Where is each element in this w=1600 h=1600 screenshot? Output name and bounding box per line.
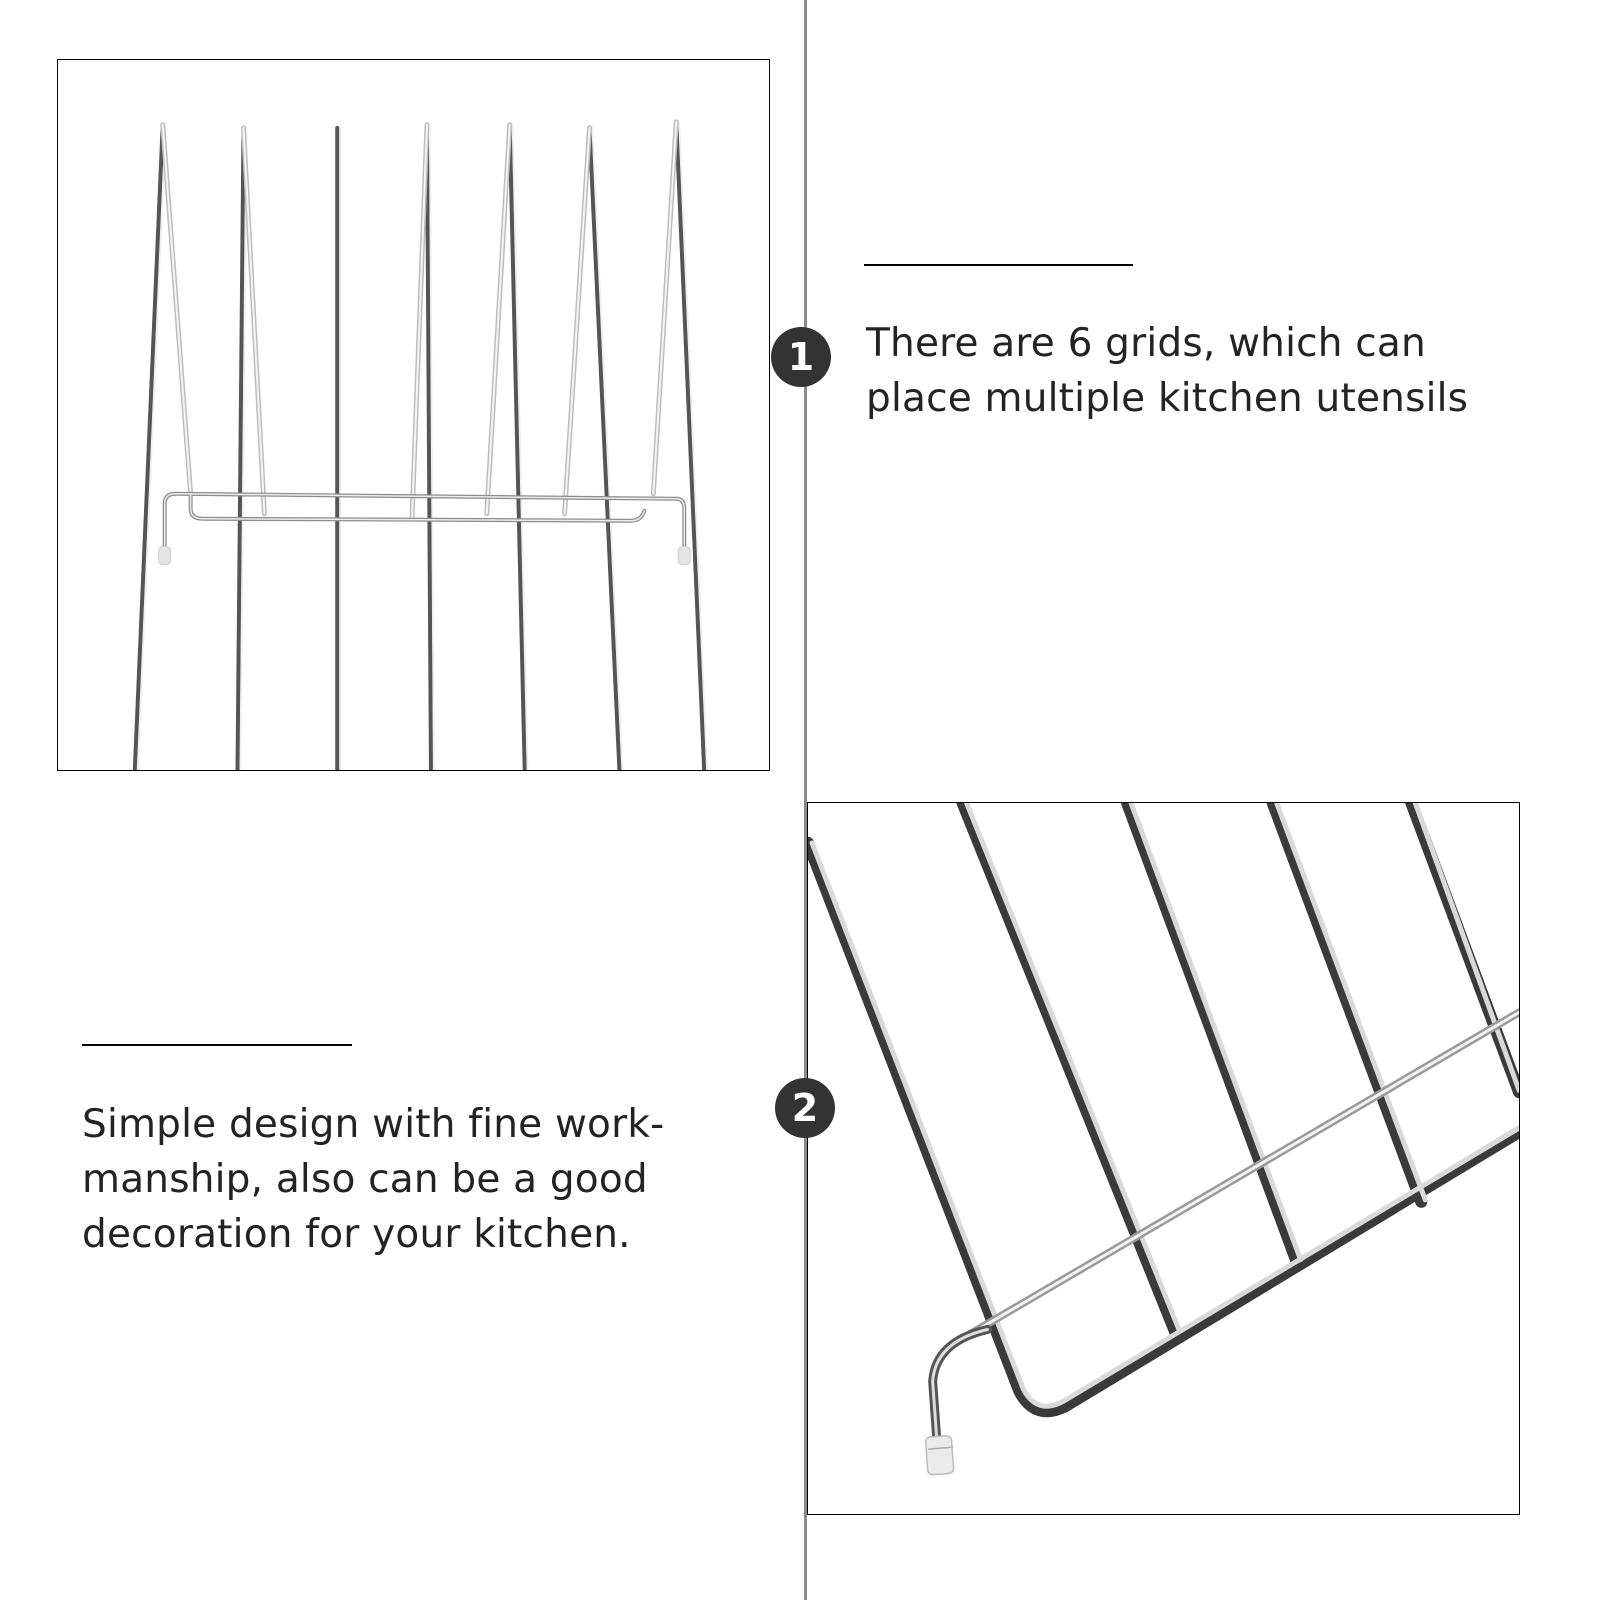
product-image-front — [57, 59, 770, 771]
caption-rule-2 — [82, 1044, 352, 1046]
step-badge-1: 1 — [771, 327, 831, 387]
caption-1: There are 6 grids, which can place multi… — [866, 321, 1469, 421]
wire-rack-closeup-illustration — [808, 803, 1519, 1476]
product-image-closeup — [807, 802, 1520, 1515]
wire-rack-front-illustration — [132, 119, 708, 770]
center-divider — [804, 0, 807, 1600]
caption-2: Simple design with fine work- manship, a… — [82, 1102, 665, 1257]
step-badge-2: 2 — [775, 1078, 835, 1138]
caption-rule-1 — [864, 264, 1133, 266]
